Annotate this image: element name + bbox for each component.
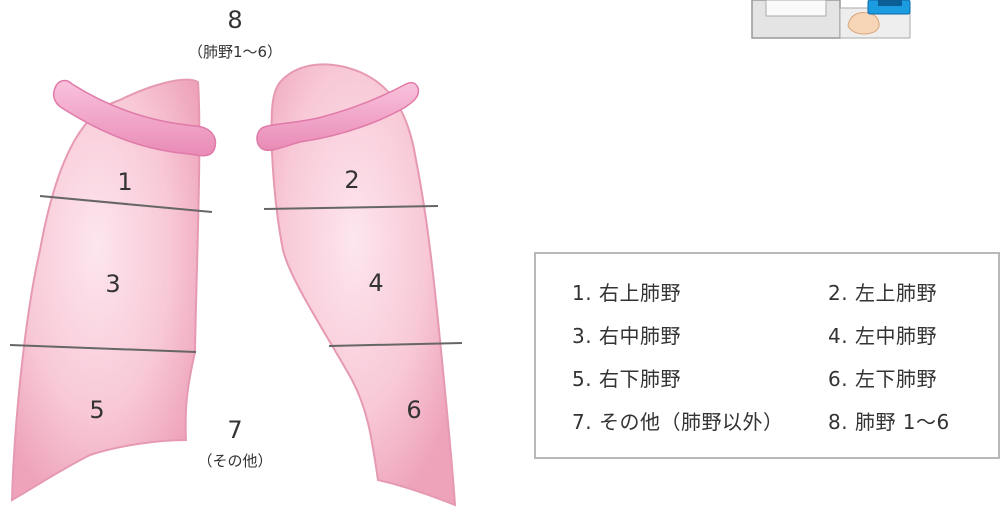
patient-illustration (751, 0, 911, 39)
legend-item-3: 3. 右中肺野 (572, 324, 681, 348)
region-5-label: 5 (89, 396, 104, 424)
legend-item-1: 1. 右上肺野 (572, 281, 681, 305)
region-8-sublabel: （肺野1～6） (188, 43, 282, 61)
region-7-label: 7 (227, 416, 242, 444)
region-6-label: 6 (406, 396, 421, 424)
legend-item-6: 6. 左下肺野 (828, 367, 937, 391)
legend-item-8: 8. 肺野 1～6 (828, 410, 950, 434)
left-lung-shape (270, 63, 457, 507)
legend-item-4: 4. 左中肺野 (828, 324, 937, 348)
region-7-sublabel: （その他） (197, 452, 272, 470)
legend-item-2: 2. 左上肺野 (828, 281, 937, 305)
legend-grid: 1. 右上肺野 2. 左上肺野 3. 右中肺野 4. 左中肺野 5. 右下肺野 … (572, 272, 998, 444)
region-1-label: 1 (117, 168, 132, 196)
legend-box: 1. 右上肺野 2. 左上肺野 3. 右中肺野 4. 左中肺野 5. 右下肺野 … (534, 252, 1000, 459)
left-upper-divider (263, 205, 439, 210)
region-4-label: 4 (368, 269, 383, 297)
region-8-label: 8 (227, 6, 242, 34)
left-clavicle (256, 82, 420, 152)
region-2-label: 2 (344, 166, 359, 194)
legend-item-7: 7. その他（肺野以外） (572, 410, 784, 434)
right-lower-divider (9, 344, 197, 353)
right-upper-divider (39, 195, 213, 213)
right-clavicle (52, 79, 217, 157)
left-lower-divider (328, 342, 463, 347)
legend-item-5: 5. 右下肺野 (572, 367, 681, 391)
region-3-label: 3 (105, 270, 120, 298)
